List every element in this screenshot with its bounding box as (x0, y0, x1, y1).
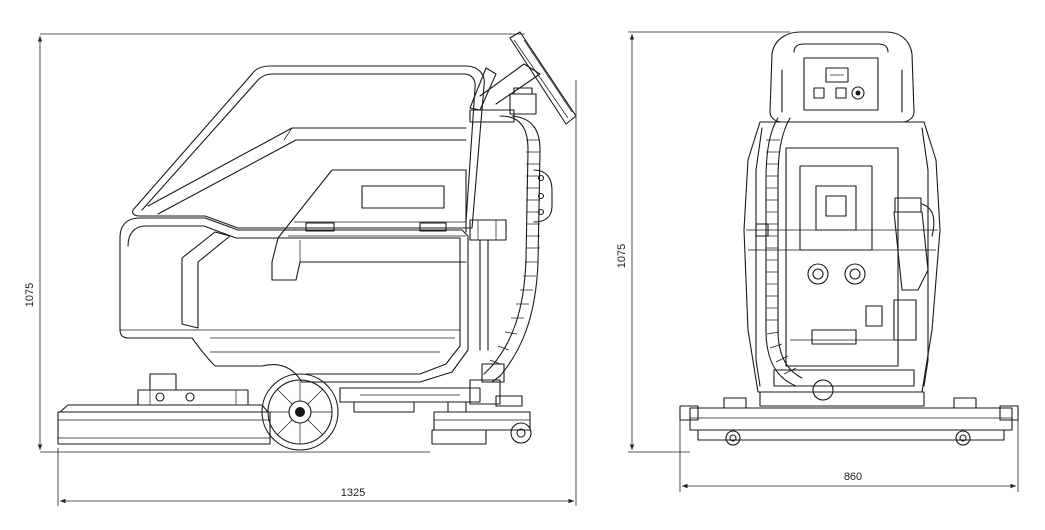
front-base (679, 369, 1019, 446)
machine-body (119, 169, 469, 383)
front-hose (755, 117, 803, 387)
side-length-label: 1325 (341, 487, 365, 499)
front-height-label: 1075 (616, 244, 628, 268)
suction-hose (481, 115, 541, 383)
lid (132, 65, 485, 229)
side-view (57, 31, 577, 451)
front-view (679, 31, 1019, 446)
main-wheel (261, 373, 339, 451)
front-width-label: 860 (844, 471, 862, 483)
front-bottle (893, 197, 935, 291)
tie-rod (239, 222, 471, 232)
squeegee-assembly (339, 379, 532, 445)
dimension-lines (37, 31, 1019, 506)
brush-deck (57, 373, 271, 445)
side-height-label: 1075 (24, 283, 36, 307)
front-body (743, 121, 941, 393)
front-handle (769, 31, 915, 123)
handle-assembly (469, 31, 577, 351)
